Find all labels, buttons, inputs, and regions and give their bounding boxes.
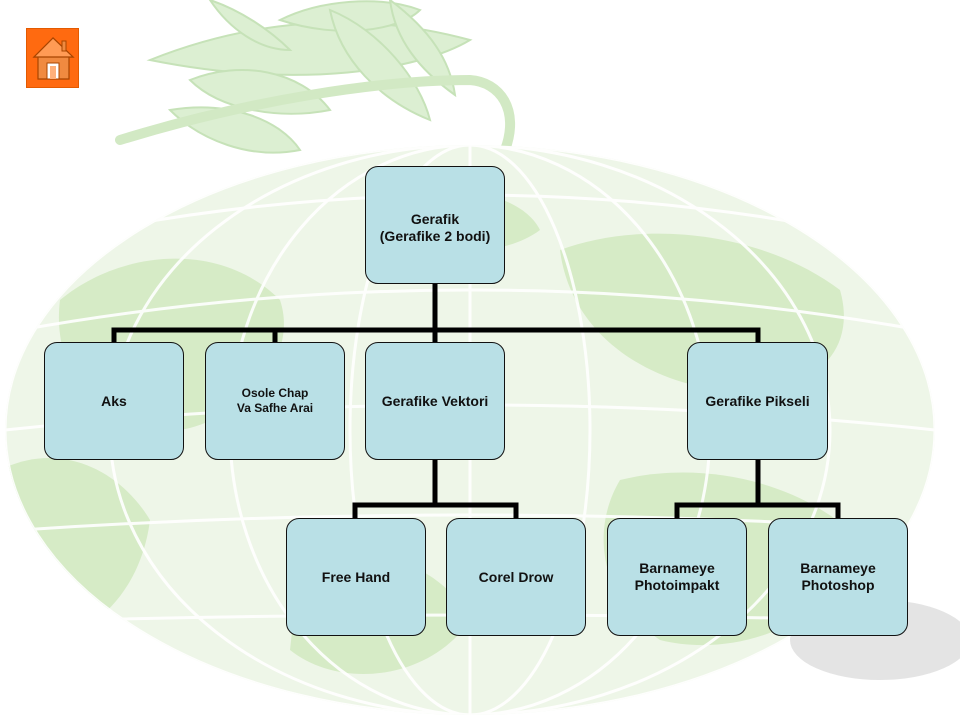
node-gerafike-pikseli: Gerafike Pikseli: [687, 342, 828, 460]
node-aks: Aks: [44, 342, 184, 460]
node-gerafike-vektori: Gerafike Vektori: [365, 342, 505, 460]
node-label: Barnameye Photoimpakt: [634, 560, 720, 593]
home-icon: [32, 37, 75, 80]
node-free-hand: Free Hand: [286, 518, 426, 636]
node-label: Gerafike Pikseli: [705, 392, 810, 409]
node-barnameye-photoshop: Barnameye Photoshop: [768, 518, 908, 636]
node-label: Aks: [101, 392, 127, 409]
node-label: Gerafike Vektori: [381, 392, 489, 409]
node-osole-chap: Osole Chap Va Safhe Arai: [205, 342, 345, 460]
node-label: Barnameye Photoshop: [800, 560, 876, 593]
node-label: Osole Chap Va Safhe Arai: [236, 386, 314, 415]
home-button[interactable]: [26, 28, 79, 88]
node-barnameye-photoimpakt: Barnameye Photoimpakt: [607, 518, 747, 636]
node-label: Gerafik (Gerafike 2 bodi): [379, 211, 491, 244]
node-label: Free Hand: [321, 568, 391, 585]
node-corel-drow: Corel Drow: [446, 518, 586, 636]
node-label: Corel Drow: [478, 568, 554, 585]
node-gerafik-root: Gerafik (Gerafike 2 bodi): [365, 166, 505, 284]
